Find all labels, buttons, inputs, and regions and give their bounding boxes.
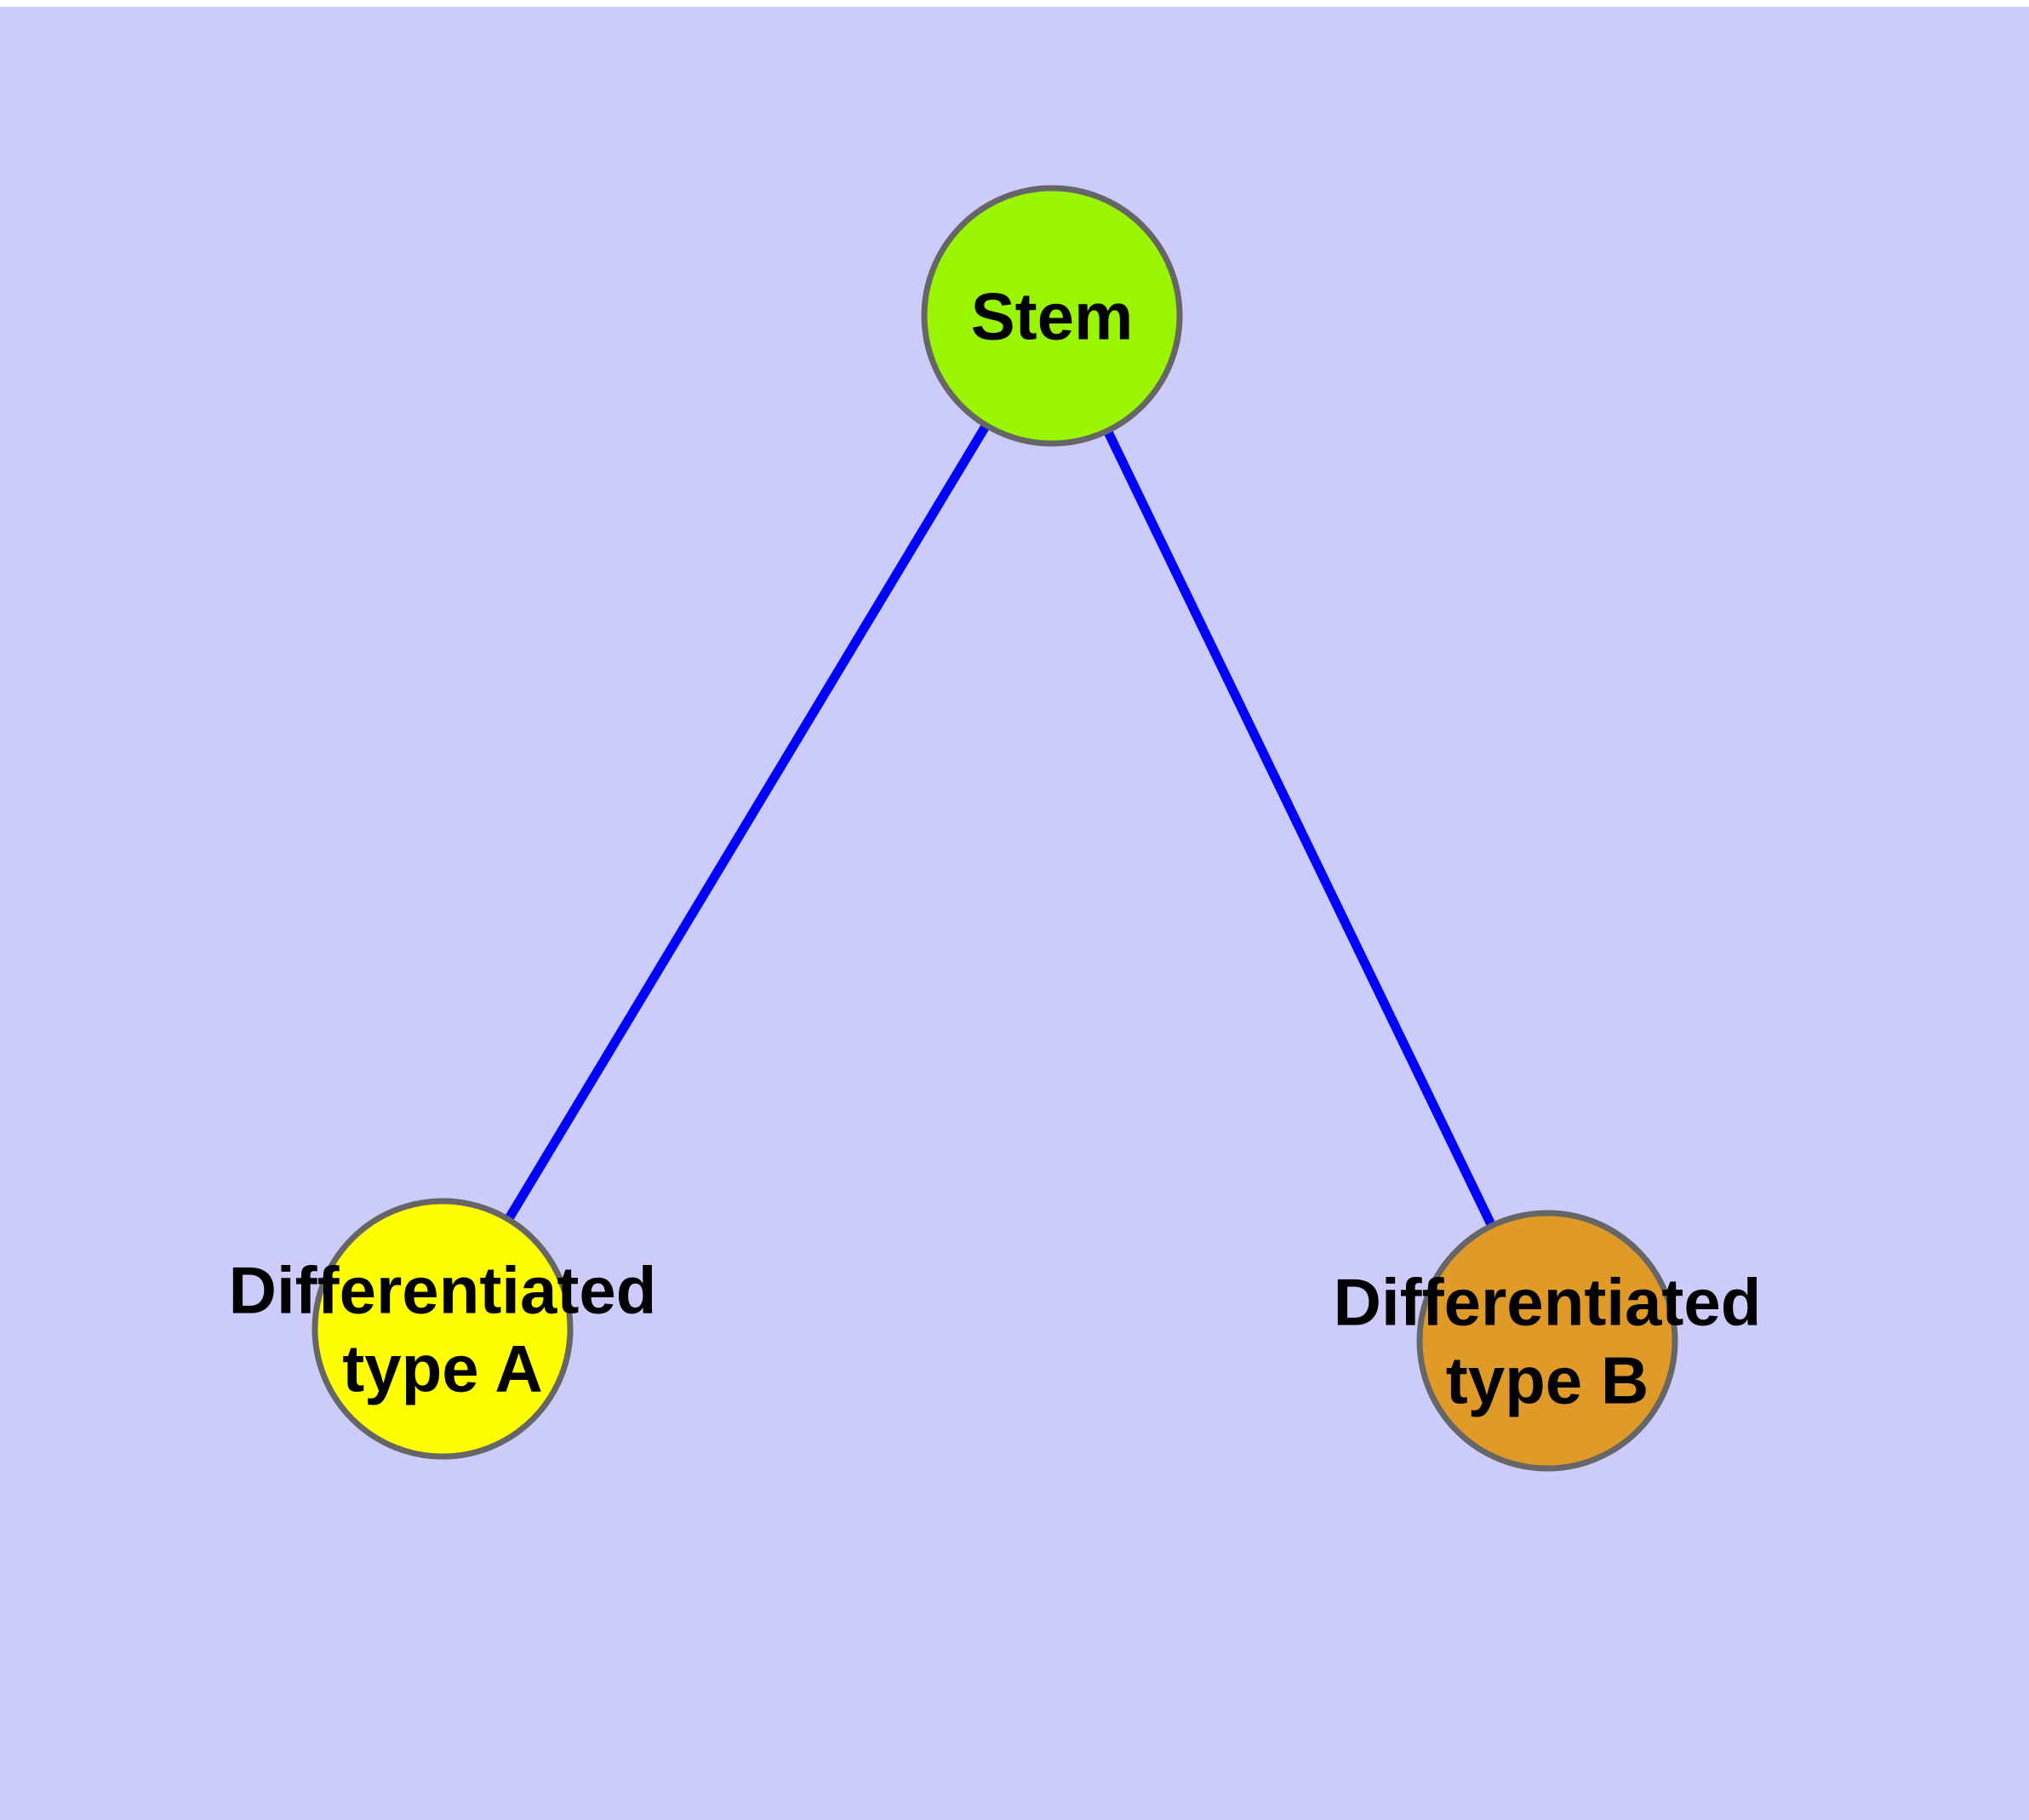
edges-layer <box>438 313 1552 1343</box>
node-label-line: type B <box>1446 1342 1649 1417</box>
node-label-line: type A <box>342 1331 543 1405</box>
edge-stem-diff-a[interactable] <box>438 313 1056 1331</box>
node-diff_a[interactable] <box>311 1198 574 1460</box>
node-label-line: Differentiated <box>229 1252 657 1327</box>
edge-stem-diff-b[interactable] <box>1048 313 1552 1343</box>
nodes-layer <box>311 185 1678 1472</box>
node-label-line: Differentiated <box>1334 1264 1762 1339</box>
node-label-line: Stem <box>971 278 1134 353</box>
node-stem[interactable] <box>921 185 1183 447</box>
node-diff_b[interactable] <box>1416 1210 1678 1472</box>
node-label-stem: Stem <box>971 278 1134 353</box>
